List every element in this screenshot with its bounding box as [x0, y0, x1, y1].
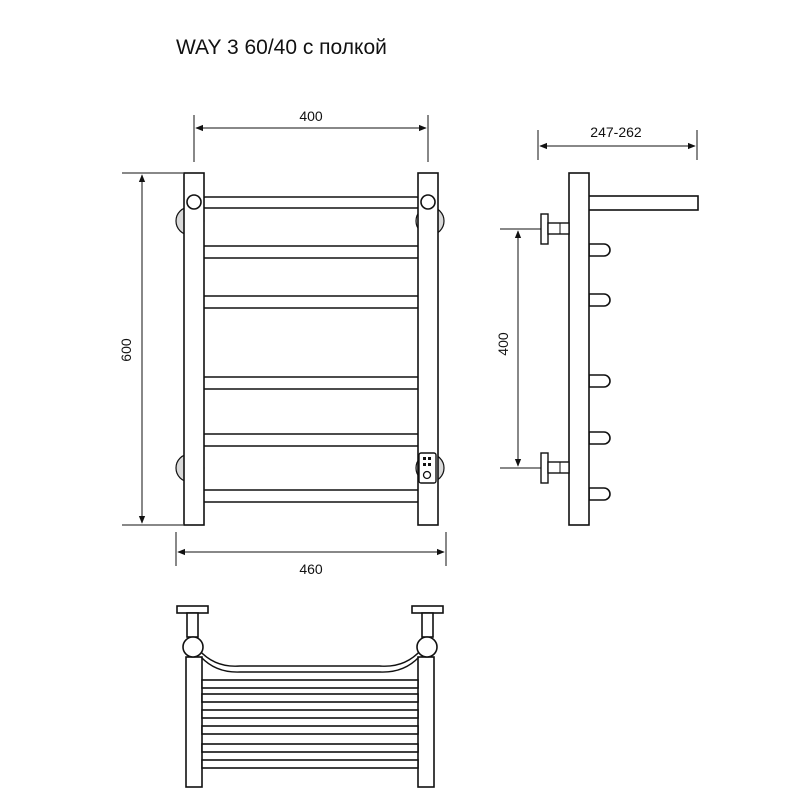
top-rail [199, 196, 423, 209]
curved-rail-inner [200, 656, 420, 673]
dimension-label-bottom-width: 460 [299, 561, 323, 577]
shelf-bar [201, 693, 419, 703]
rung [198, 245, 424, 259]
curved-rail [198, 649, 422, 667]
wall-flange [411, 605, 444, 614]
shelf-side-rail [185, 656, 203, 788]
shelf-bar [201, 709, 419, 719]
shelf [587, 195, 699, 211]
shelf-bar [201, 743, 419, 753]
shelf-bar [201, 759, 419, 769]
rail-end-knob [420, 194, 436, 210]
joint-knob [182, 636, 204, 658]
dimension-label-depth: 247-262 [590, 124, 642, 140]
rung [198, 376, 424, 390]
top-view [176, 605, 444, 788]
front-view: 400 600 [118, 108, 447, 577]
connector-stem [421, 612, 434, 638]
dimension-label-center-distance: 400 [495, 332, 511, 356]
side-post [568, 172, 590, 526]
wall-connector [540, 452, 570, 484]
wall-flange [176, 605, 209, 614]
dimension-label-top-width: 400 [299, 108, 323, 124]
left-post [183, 172, 205, 526]
rung [198, 489, 424, 503]
shelf-bar [201, 679, 419, 689]
right-post [417, 172, 439, 526]
rung [198, 433, 424, 447]
rail-end-knob [186, 194, 202, 210]
rung [198, 295, 424, 309]
dimension-label-height: 600 [118, 338, 134, 362]
rung-pin [588, 293, 611, 307]
rung-pin [588, 431, 611, 445]
wall-connector [540, 213, 570, 245]
rung-pin [588, 487, 611, 501]
rung-pin [588, 374, 611, 388]
connector-stem [186, 612, 199, 638]
drawing-title: WAY 3 60/40 с полкой [176, 36, 387, 59]
shelf-bar [201, 725, 419, 735]
side-view: 247-262 400 [495, 124, 699, 526]
control-unit [418, 452, 437, 484]
shelf-side-rail [417, 656, 435, 788]
joint-knob [416, 636, 438, 658]
rung-pin [588, 243, 611, 257]
